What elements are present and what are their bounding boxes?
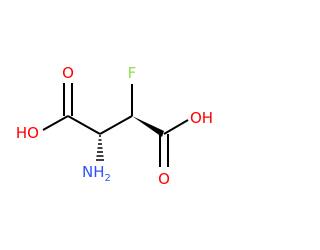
bond-c1-oh — [42, 115, 69, 131]
atom-o-left-carbonyl: O — [62, 64, 74, 82]
atom-f: F — [128, 64, 137, 82]
bond-c4-oh — [163, 119, 189, 135]
hashed-wedge-bond-c2-n — [96, 135, 104, 161]
atom-oh-right: OH — [190, 109, 213, 127]
bond-c1-c2 — [67, 115, 101, 135]
bond-c2-c3 — [99, 115, 133, 135]
bonds — [42, 83, 189, 167]
atom-ho-left: HO — [16, 124, 39, 142]
atom-o-right-carbonyl: O — [158, 170, 170, 188]
molecule-diagram: O HO F OH O NH2 — [16, 64, 213, 188]
atom-nh2: NH2 — [82, 163, 111, 184]
solid-wedge-bond-c3-c4 — [132, 116, 164, 137]
atom-nh2-main: NH — [82, 163, 105, 181]
atom-nh2-subscript: 2 — [105, 173, 111, 184]
